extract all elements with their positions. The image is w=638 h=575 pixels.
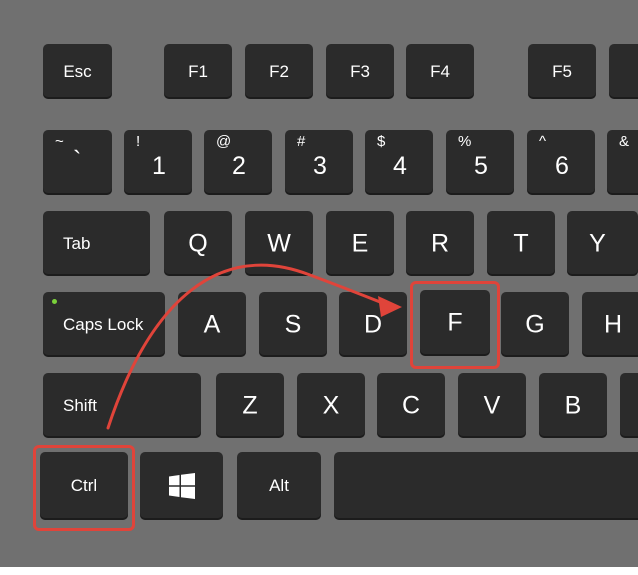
key-7-partial[interactable]: & [607,130,638,195]
key-3-label: 3 [313,152,327,180]
key-b[interactable]: B [539,373,607,438]
key-a-label: A [203,310,221,338]
key-backtick[interactable]: ~ ` [43,130,112,195]
key-s[interactable]: S [259,292,327,357]
key-tab-label: Tab [63,233,91,253]
caps-lock-indicator-led [52,299,57,304]
key-shift-label: Shift [63,395,98,415]
key-1[interactable]: ! 1 [124,130,192,195]
key-2-label: 2 [232,152,246,180]
key-t-label: T [513,229,529,257]
key-a[interactable]: A [178,292,246,357]
key-f[interactable]: F [420,290,490,356]
key-ctrl-label: Ctrl [70,476,98,495]
key-s-label: S [284,310,302,338]
key-t[interactable]: T [487,211,555,276]
key-4-shift-label: $ [377,133,386,150]
key-f3-label: F3 [350,61,370,81]
key-5-shift-label: % [458,133,472,150]
key-y[interactable]: Y [567,211,638,276]
key-f5[interactable]: F5 [528,44,596,99]
key-e-label: E [351,229,369,257]
arrow-head [378,296,402,317]
key-6-label: 6 [555,152,569,180]
key-g-label: G [525,310,545,338]
key-z-label: Z [242,391,258,419]
key-r[interactable]: R [406,211,474,276]
key-ctrl[interactable]: Ctrl [40,452,128,520]
key-alt-label: Alt [269,476,289,495]
windows-logo-icon [169,473,195,499]
key-q-label: Q [188,229,208,257]
key-4-label: 4 [393,152,407,180]
key-c[interactable]: C [377,373,445,438]
key-space[interactable] [334,452,638,520]
key-6[interactable]: ^ 6 [527,130,595,195]
key-2-shift-label: @ [216,133,232,150]
key-f4[interactable]: F4 [406,44,474,99]
key-windows[interactable] [140,452,223,520]
key-6-shift-label: ^ [539,133,547,150]
key-2[interactable]: @ 2 [204,130,272,195]
key-3[interactable]: # 3 [285,130,353,195]
key-v[interactable]: V [458,373,526,438]
key-z[interactable]: Z [216,373,284,438]
key-w-label: W [267,229,291,257]
key-3-shift-label: # [297,133,306,150]
key-f4-label: F4 [430,61,450,81]
key-f-label: F [447,308,463,337]
key-e[interactable]: E [326,211,394,276]
key-1-shift-label: ! [136,133,141,150]
key-f2[interactable]: F2 [245,44,313,99]
key-shift[interactable]: Shift [43,373,201,438]
key-f2-label: F2 [269,61,289,81]
bottom-strip [0,567,638,575]
key-1-label: 1 [152,152,166,180]
key-d[interactable]: D [339,292,407,357]
key-y-label: Y [589,229,606,257]
key-alt[interactable]: Alt [237,452,321,520]
key-caps-lock-label: Caps Lock [63,314,144,334]
key-h-label: H [603,310,623,338]
arrow-curve [106,263,387,430]
key-n-partial[interactable] [620,373,638,438]
key-r-label: R [430,229,450,257]
key-v-label: V [483,391,501,419]
key-5[interactable]: % 5 [446,130,514,195]
key-5-label: 5 [474,152,488,180]
key-f1[interactable]: F1 [164,44,232,99]
key-backtick-shift-label: ~ [55,133,64,150]
ctrl-highlight-box [33,445,135,531]
key-x[interactable]: X [297,373,365,438]
f-highlight-box [410,281,500,369]
key-backtick-label: ` [73,146,82,174]
key-esc-label: Esc [63,61,92,81]
key-b-label: B [564,391,582,419]
key-d-label: D [363,310,383,338]
key-h[interactable]: H [582,292,638,357]
key-4[interactable]: $ 4 [365,130,433,195]
key-7-shift-label: & [619,133,630,150]
key-q[interactable]: Q [164,211,232,276]
key-esc[interactable]: Esc [43,44,112,99]
key-f6-partial[interactable] [609,44,638,99]
key-f1-label: F1 [188,61,208,81]
key-f5-label: F5 [552,61,572,81]
key-f3[interactable]: F3 [326,44,394,99]
key-x-label: X [322,391,340,419]
key-tab[interactable]: Tab [43,211,150,276]
key-g[interactable]: G [501,292,569,357]
key-c-label: C [401,391,421,419]
